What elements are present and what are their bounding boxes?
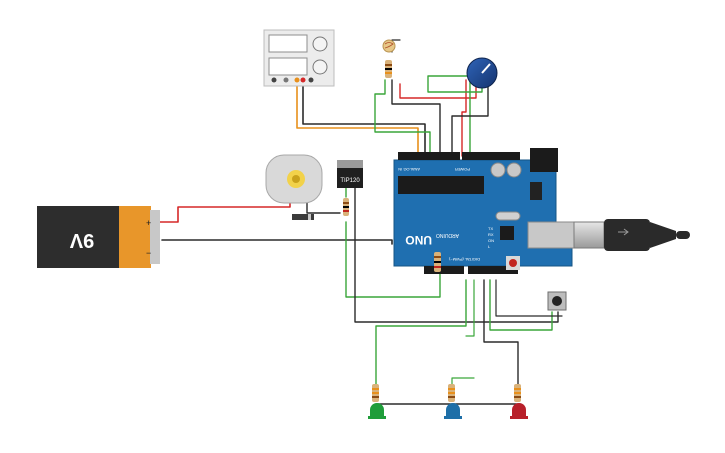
dc-motor[interactable] bbox=[265, 154, 323, 204]
arduino-maker: ARDUINO bbox=[436, 232, 459, 238]
wire-battery-negative[interactable] bbox=[161, 239, 393, 245]
wire-gnd-rail[interactable] bbox=[354, 187, 559, 323]
arduino-chip bbox=[398, 176, 484, 194]
led-red[interactable] bbox=[510, 403, 528, 419]
arduino-digital-label: DIGITAL (PWM~) bbox=[448, 257, 480, 262]
usb-symbol-icon bbox=[618, 228, 629, 236]
usb-port bbox=[527, 221, 575, 249]
led-blue-icon bbox=[446, 403, 460, 416]
arduino-power-label: POWER bbox=[455, 167, 470, 172]
wire-pot-red-2[interactable] bbox=[461, 79, 467, 157]
arduino-l-label: L bbox=[488, 244, 491, 249]
photoresistor[interactable] bbox=[382, 39, 396, 53]
usb-cable[interactable] bbox=[573, 219, 690, 251]
transistor-body bbox=[337, 168, 363, 188]
resistor-led-blue[interactable] bbox=[448, 384, 455, 402]
push-button[interactable] bbox=[547, 291, 567, 311]
arduino-rx-label: RX bbox=[488, 232, 494, 237]
wire-button-green[interactable] bbox=[489, 279, 553, 331]
battery-terminal-cap bbox=[150, 210, 160, 264]
wire-pot-green[interactable] bbox=[427, 75, 483, 157]
battery-band bbox=[119, 206, 151, 268]
supply-voltage-knob[interactable] bbox=[312, 36, 328, 52]
wire-led-green[interactable] bbox=[375, 279, 467, 387]
supply-current-knob[interactable] bbox=[312, 59, 328, 75]
arduino-header-bottom-right bbox=[468, 266, 518, 274]
wire-ldr-green[interactable] bbox=[374, 79, 431, 157]
led-green[interactable] bbox=[368, 403, 386, 419]
arduino-analog-label: ANALOG IN bbox=[398, 167, 420, 172]
wires bbox=[159, 39, 563, 405]
led-red-icon bbox=[512, 403, 526, 416]
voltage-regulator bbox=[530, 182, 542, 200]
power-supply[interactable] bbox=[263, 29, 335, 87]
arduino-brand: UNO bbox=[405, 233, 432, 247]
push-button-cap[interactable] bbox=[552, 296, 562, 306]
arduino-header-bottom-left bbox=[424, 266, 464, 274]
transistor-label: TIP120 bbox=[340, 178, 360, 184]
arduino-uno[interactable]: UNO ARDUINO POWER ANALOG IN DIGITAL (PWM… bbox=[393, 148, 575, 274]
arduino-header-top-right bbox=[462, 152, 520, 160]
led-green-icon bbox=[370, 403, 384, 416]
resistor-led-green[interactable] bbox=[372, 384, 379, 402]
wire-pot-black[interactable] bbox=[451, 83, 489, 157]
wire-led-red[interactable] bbox=[483, 279, 519, 387]
arduino-power-jack bbox=[530, 148, 558, 172]
arduino-header-top-left bbox=[398, 152, 460, 160]
battery-9v[interactable]: 9V + − bbox=[37, 206, 160, 268]
battery-body bbox=[37, 206, 119, 268]
usb-plug bbox=[573, 221, 605, 249]
crystal bbox=[495, 211, 521, 221]
resistor-led-red[interactable] bbox=[514, 384, 521, 402]
wire-transistor-to-pin[interactable] bbox=[345, 221, 441, 298]
capacitor bbox=[490, 162, 506, 178]
diode[interactable] bbox=[292, 214, 314, 220]
wire-supply-orange[interactable] bbox=[296, 85, 419, 157]
photoresistor-icon bbox=[382, 39, 396, 53]
wire-pot-red[interactable] bbox=[399, 83, 477, 99]
battery-minus-mark: − bbox=[146, 248, 151, 258]
wire-button-black[interactable] bbox=[495, 279, 563, 317]
wire-led-blue[interactable] bbox=[451, 377, 475, 387]
wire-led-blue-2[interactable] bbox=[465, 279, 475, 337]
wire-battery-positive[interactable] bbox=[159, 197, 291, 223]
wire-supply-black[interactable] bbox=[302, 85, 426, 157]
supply-display-voltage bbox=[268, 34, 308, 53]
wire-ldr-black[interactable] bbox=[391, 79, 441, 157]
arduino-tx-label: TX bbox=[488, 226, 493, 231]
resistor-base[interactable] bbox=[343, 198, 349, 216]
battery-plus-mark: + bbox=[146, 218, 151, 228]
arduino-on-label: ON bbox=[488, 238, 494, 243]
led-blue[interactable] bbox=[444, 403, 462, 419]
resistor-board[interactable] bbox=[434, 252, 441, 272]
arduino-board bbox=[393, 159, 573, 267]
potentiometer[interactable] bbox=[466, 57, 498, 89]
capacitor bbox=[506, 162, 522, 178]
resistor-ldr[interactable] bbox=[385, 60, 392, 78]
battery-label: 9V bbox=[69, 229, 94, 251]
usb-plug-body bbox=[604, 219, 650, 251]
supply-display-current bbox=[268, 57, 308, 76]
transistor-tip120[interactable]: TIP120 bbox=[337, 160, 363, 188]
